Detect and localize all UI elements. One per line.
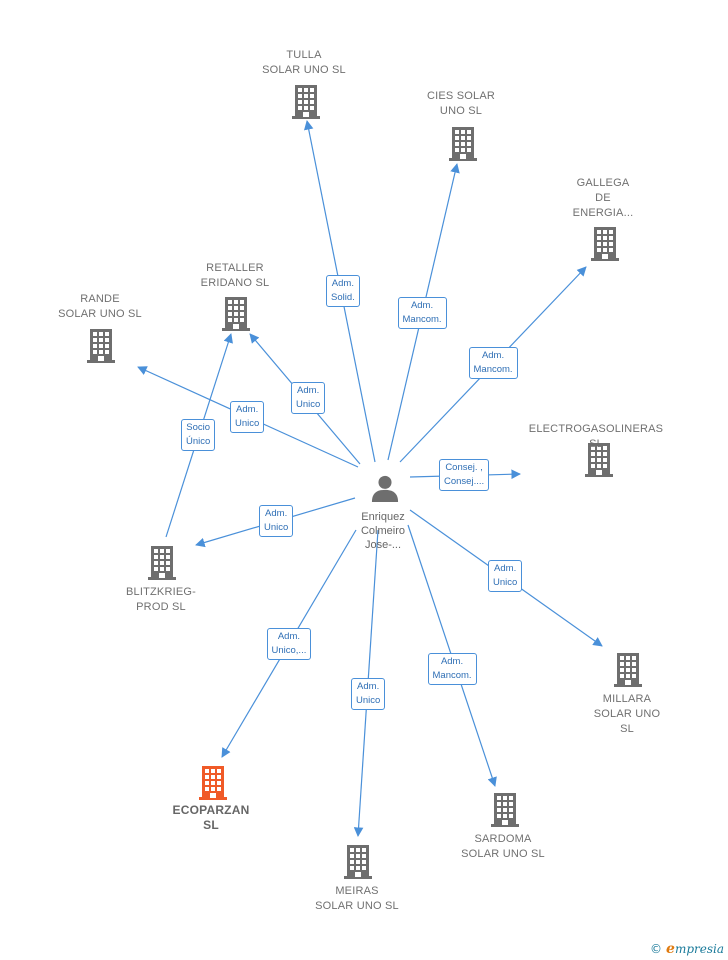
edge-label-millara: Adm. Unico: [488, 560, 523, 592]
building-icon-tulla[interactable]: [292, 85, 320, 119]
company-label-gallega[interactable]: GALLEGA DE ENERGIA...: [572, 177, 634, 219]
building-icon-rande[interactable]: [87, 329, 115, 363]
company-label-tulla[interactable]: TULLA SOLAR UNO SL: [262, 49, 346, 76]
building-icon-cies[interactable]: [449, 127, 477, 161]
edge-label-gallega: Adm. Mancom.: [468, 347, 518, 379]
building-icon-sardoma[interactable]: [491, 793, 519, 827]
person-icon[interactable]: [371, 475, 399, 502]
building-icon-retaller[interactable]: [222, 297, 250, 331]
edge-label-sardoma: Adm. Mancom.: [427, 653, 477, 685]
company-label-ecoparzan[interactable]: ECOPARZAN SL: [172, 803, 250, 832]
building-icon-gallega[interactable]: [591, 227, 619, 261]
edge-label-rande: Adm. Unico: [230, 401, 265, 433]
edge-label-tulla: Adm. Solid.: [326, 275, 360, 307]
edge-label-cies: Adm. Mancom.: [397, 297, 447, 329]
edge-label-electro: Consej. , Consej....: [439, 459, 490, 491]
company-label-cies[interactable]: CIES SOLAR UNO SL: [426, 90, 496, 117]
company-label-meiras[interactable]: MEIRAS SOLAR UNO SL: [315, 885, 399, 912]
building-icon-blitz[interactable]: [148, 546, 176, 580]
person-label[interactable]: Enriquez Colmeiro Jose-...: [360, 511, 405, 551]
edge-label-ecoparzan: Adm. Unico,...: [266, 628, 312, 660]
company-label-millara[interactable]: MILLARA SOLAR UNO SL: [593, 693, 661, 735]
company-label-sardoma[interactable]: SARDOMA SOLAR UNO SL: [461, 833, 545, 860]
edge-label-retaller: Adm. Unico: [291, 382, 326, 414]
edge-label-blitz_retaller: Socio Único: [181, 419, 216, 451]
edge-label-blitz: Adm. Unico: [259, 505, 294, 537]
company-label-blitz[interactable]: BLITZKRIEG- PROD SL: [125, 586, 197, 613]
building-icon-millara[interactable]: [614, 653, 642, 687]
copyright-icon: ©: [650, 942, 663, 956]
brand-name: mpresia: [674, 942, 724, 956]
company-label-rande[interactable]: RANDE SOLAR UNO SL: [58, 293, 142, 320]
building-icon-ecoparzan[interactable]: [199, 766, 227, 800]
footer-brand: ©empresia: [650, 941, 724, 957]
company-label-electro[interactable]: ELECTROGASOLINERAS SL: [528, 423, 664, 450]
company-label-retaller[interactable]: RETALLER ERIDANO SL: [200, 262, 270, 289]
building-icon-meiras[interactable]: [344, 845, 372, 879]
brand-initial: e: [666, 941, 675, 957]
edge-label-meiras: Adm. Unico: [351, 678, 386, 710]
